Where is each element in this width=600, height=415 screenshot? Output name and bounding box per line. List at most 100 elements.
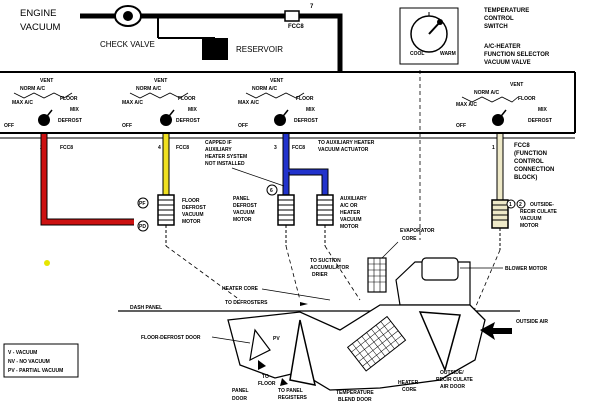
svg-text:MIX: MIX <box>538 107 548 113</box>
svg-text:TEMPERATURE: TEMPERATURE <box>484 8 529 14</box>
svg-text:MIX: MIX <box>188 107 198 113</box>
svg-text:PF: PF <box>139 201 145 207</box>
vacuum-hoses <box>40 134 504 226</box>
vacuum-line-to-selector <box>299 13 343 72</box>
svg-text:SWITCH: SWITCH <box>484 24 508 30</box>
svg-text:FLOOR: FLOOR <box>182 198 200 204</box>
svg-text:HEATER: HEATER <box>398 380 419 386</box>
svg-text:MOTOR: MOTOR <box>340 224 359 230</box>
reservoir-icon <box>202 38 228 60</box>
svg-text:VACUUM VALVE: VACUUM VALVE <box>484 60 531 66</box>
svg-text:DEFROST: DEFROST <box>528 118 552 124</box>
marker-dot <box>44 260 50 266</box>
valve-section-4: VENT NORM A/C MAX A/C FLOOR MIX OFF DEFR… <box>456 82 552 129</box>
svg-text:HEATER SYSTEM: HEATER SYSTEM <box>205 154 247 160</box>
blower-motor-icon <box>421 257 459 281</box>
svg-text:RECIR CULATE: RECIR CULATE <box>520 209 558 215</box>
svg-text:AUXILIARY: AUXILIARY <box>340 196 367 202</box>
svg-text:VACUUM: VACUUM <box>340 217 362 223</box>
svg-text:DOOR: DOOR <box>232 396 247 402</box>
svg-text:7: 7 <box>310 4 314 10</box>
svg-text:TO SUCTION: TO SUCTION <box>310 258 341 264</box>
svg-text:NOT INSTALLED: NOT INSTALLED <box>205 161 245 167</box>
svg-text:CONNECTION: CONNECTION <box>514 167 554 173</box>
svg-text:VACUUM: VACUUM <box>182 212 204 218</box>
svg-text:OFF: OFF <box>122 123 132 129</box>
svg-text:TO: TO <box>262 374 269 380</box>
svg-text:VENT: VENT <box>40 78 53 84</box>
svg-text:MOTOR: MOTOR <box>233 217 252 223</box>
function-selector-panel <box>0 71 576 139</box>
svg-text:TEMPERATURE: TEMPERATURE <box>336 390 374 396</box>
valve-section-2: VENT NORM A/C MAX A/C FLOOR MIX OFF DEFR… <box>122 78 200 129</box>
svg-text:FCC8: FCC8 <box>292 145 305 151</box>
vacuum-motor-floor-defrost: PF PD FLOOR DEFROST VACUUM MOTOR <box>137 194 206 246</box>
motor-icon <box>491 199 509 229</box>
engine-vacuum-label-1: ENGINE <box>20 8 56 19</box>
svg-text:VENT: VENT <box>154 78 167 84</box>
svg-text:3: 3 <box>274 145 277 151</box>
svg-text:FLOOR: FLOOR <box>60 96 78 102</box>
svg-text:CONTROL: CONTROL <box>484 16 514 22</box>
svg-text:FCC8: FCC8 <box>176 145 189 151</box>
svg-text:4: 4 <box>158 145 161 151</box>
temperature-control-switch: COOL WARM TEMPERATURE CONTROL SWITCH A/C… <box>399 7 550 66</box>
svg-text:VACUUM: VACUUM <box>233 210 255 216</box>
svg-text:MAX A/C: MAX A/C <box>238 100 259 106</box>
svg-text:CORE: CORE <box>402 236 417 242</box>
svg-text:DEFROST: DEFROST <box>294 118 318 124</box>
check-valve-label: CHECK VALVE <box>100 40 155 49</box>
svg-text:NORM A/C: NORM A/C <box>136 86 161 92</box>
svg-text:OUTSIDE AIR: OUTSIDE AIR <box>516 319 548 325</box>
legend-no-vacuum: NV - NO VACUUM <box>8 359 50 365</box>
svg-text:VENT: VENT <box>510 82 523 88</box>
svg-text:DRIER: DRIER <box>312 272 328 278</box>
svg-text:DEFROST: DEFROST <box>58 118 82 124</box>
svg-text:VACUUM: VACUUM <box>520 216 542 222</box>
svg-text:PANEL: PANEL <box>233 196 250 202</box>
outside-air-arrow-icon <box>480 322 512 340</box>
svg-text:CORE: CORE <box>402 387 417 393</box>
svg-text:PANEL: PANEL <box>232 388 249 394</box>
vacuum-motor-outside-recirc: 1 2 OUTSIDE- RECIR CULATE VACUUM MOTOR <box>491 199 558 250</box>
floor-defrost-door <box>249 328 271 362</box>
svg-text:FCC8: FCC8 <box>60 145 73 151</box>
vacuum-motor-panel-defrost: 6 PANEL DEFROST VACUUM MOTOR <box>233 184 295 246</box>
svg-text:FLOOR: FLOOR <box>178 96 196 102</box>
svg-text:FLOOR: FLOOR <box>518 96 536 102</box>
hose-blue <box>283 134 328 195</box>
svg-text:EVAPORATOR: EVAPORATOR <box>400 228 435 234</box>
svg-text:MAX A/C: MAX A/C <box>12 100 33 106</box>
svg-text:NORM A/C: NORM A/C <box>252 86 277 92</box>
svg-text:FLOOR: FLOOR <box>258 381 276 387</box>
temperature-blend-door <box>289 319 316 386</box>
svg-text:ACCUMULATOR: ACCUMULATOR <box>310 265 349 271</box>
svg-text:FLOOR-DEFROST DOOR: FLOOR-DEFROST DOOR <box>141 335 201 341</box>
svg-text:A/C OR: A/C OR <box>340 203 358 209</box>
svg-text:6: 6 <box>270 188 273 194</box>
svg-text:FLOOR: FLOOR <box>296 96 314 102</box>
valve-section-3: VENT NORM A/C MAX A/C FLOOR MIX OFF DEFR… <box>238 78 318 129</box>
svg-text:OUTSIDE/: OUTSIDE/ <box>440 370 464 376</box>
svg-text:NORM A/C: NORM A/C <box>20 86 45 92</box>
outside-recirc-door <box>418 311 461 373</box>
svg-text:HEATER CORE: HEATER CORE <box>222 286 259 292</box>
svg-text:PD: PD <box>139 224 146 230</box>
fcc-top-label: FCC8 <box>288 24 304 30</box>
svg-text:RECIR CULATE: RECIR CULATE <box>436 377 474 383</box>
heater-core-icon <box>346 315 407 372</box>
legend-box: V - VACUUM NV - NO VACUUM PV - PARTIAL V… <box>3 343 79 378</box>
hose-annotations: CAPPED IF AUXILIARY HEATER SYSTEM NOT IN… <box>205 140 554 187</box>
svg-text:AUXILIARY: AUXILIARY <box>205 147 232 153</box>
svg-text:PV: PV <box>273 336 280 342</box>
engine-vacuum-label-2: VACUUM <box>20 22 61 33</box>
hose-red <box>41 134 134 225</box>
svg-text:TO PANEL: TO PANEL <box>278 388 303 394</box>
svg-text:(FUNCTION: (FUNCTION <box>514 151 547 157</box>
svg-text:OFF: OFF <box>4 123 14 129</box>
svg-text:TO DEFROSTERS: TO DEFROSTERS <box>225 300 268 306</box>
svg-text:DEFROST: DEFROST <box>176 118 200 124</box>
svg-text:FUNCTION SELECTOR: FUNCTION SELECTOR <box>484 52 550 58</box>
svg-text:FCC8: FCC8 <box>514 143 530 149</box>
svg-text:BLEND DOOR: BLEND DOOR <box>338 397 372 403</box>
